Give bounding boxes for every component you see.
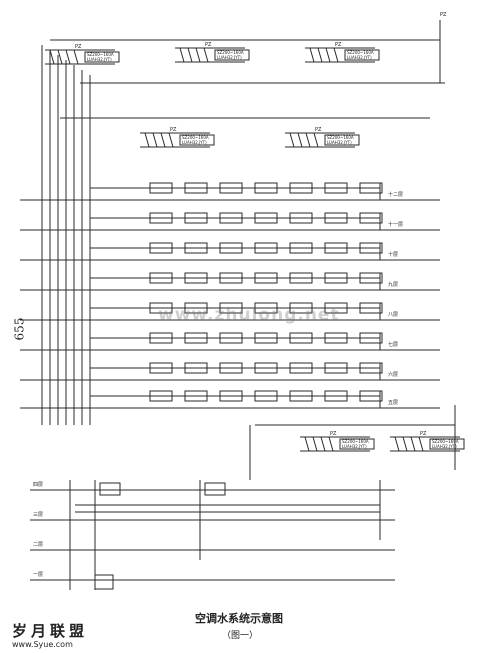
floor-label: 二层 — [33, 542, 43, 548]
valve-mark — [297, 132, 303, 148]
page-number: 655 — [12, 317, 27, 341]
pipe-label: PZ — [315, 127, 322, 133]
floor-label: 十二层 — [388, 191, 403, 198]
valve-mark — [160, 132, 166, 148]
ahu-model-label: LUAH32.JYT) — [87, 57, 112, 62]
floor-label: 十一层 — [388, 221, 403, 228]
floor-label: 八层 — [388, 312, 398, 318]
valve-mark — [152, 132, 158, 148]
diagram-title: 空调水系统示意图 — [195, 612, 283, 625]
floor-label: 六层 — [388, 371, 398, 378]
pipe-label: PZ — [440, 12, 447, 18]
pipe-label: PZ — [205, 42, 212, 48]
valve-mark — [179, 47, 185, 63]
floor-label: 十层 — [388, 251, 398, 258]
valve-mark — [320, 436, 326, 452]
valve-mark — [168, 132, 174, 148]
pipe-label: PZ — [335, 42, 342, 48]
ahu-model-label: LUAH32.JYT) — [342, 444, 367, 449]
ahu-model-label: LUAH32.JYT) — [217, 55, 242, 60]
valve-mark — [187, 47, 193, 63]
watermark: www.zhulong.net — [158, 305, 340, 325]
ahu-model-label: LUAH32.JYT) — [182, 140, 207, 145]
valve-mark — [65, 49, 71, 65]
ahu-model-label: SZ200~160A — [432, 439, 459, 444]
valve-mark — [57, 49, 63, 65]
pipe-label: PZ — [420, 431, 427, 437]
ahu-model-label: LUAH32.JYT) — [327, 140, 352, 145]
pipe-label: PZ — [330, 431, 337, 437]
ahu-model-label: SZ200~160A — [87, 52, 114, 57]
ahu-model-label: LUAH32.JYT) — [432, 444, 457, 449]
floor-label: 三层 — [33, 512, 43, 518]
ahu-box — [84, 51, 120, 63]
ahu-model-label: LUAH32.JYT) — [347, 55, 372, 60]
valve-mark — [317, 47, 323, 63]
valve-mark — [73, 49, 79, 65]
valve-mark — [304, 436, 310, 452]
pump-box — [99, 482, 121, 496]
ahu-box — [324, 134, 360, 146]
valve-mark — [203, 47, 209, 63]
pipe-label: PZ — [75, 44, 82, 50]
floor-label: 四层 — [33, 482, 43, 488]
valve-mark — [305, 132, 311, 148]
ahu-box — [179, 134, 215, 146]
valve-mark — [289, 132, 295, 148]
site-logo: 岁月联盟 — [12, 622, 89, 640]
pipe-label: PZ — [170, 127, 177, 133]
diagram-subtitle: （图一） — [222, 631, 259, 641]
tank-box — [94, 574, 114, 590]
valve-mark — [312, 436, 318, 452]
valve-mark — [418, 436, 424, 452]
floor-label: 五层 — [388, 400, 398, 406]
floor-label: 一层 — [33, 572, 43, 578]
valve-mark — [328, 436, 334, 452]
valve-mark — [333, 47, 339, 63]
floor-label: 七层 — [388, 341, 398, 348]
valve-mark — [325, 47, 331, 63]
valve-mark — [313, 132, 319, 148]
ahu-box — [344, 49, 380, 61]
ahu-box — [214, 49, 250, 61]
ahu-model-label: SZ200~160A — [347, 50, 374, 55]
ahu-box — [429, 438, 465, 450]
ahu-model-label: SZ200~160A — [217, 50, 244, 55]
floor-label: 九层 — [388, 281, 398, 288]
valve-mark — [394, 436, 400, 452]
ahu-box — [339, 438, 375, 450]
valve-mark — [144, 132, 150, 148]
site-url: www.Syue.com — [12, 640, 73, 649]
pump-box — [204, 482, 226, 496]
valve-mark — [309, 47, 315, 63]
ahu-model-label: SZ200~160A — [182, 135, 209, 140]
valve-mark — [410, 436, 416, 452]
valve-mark — [195, 47, 201, 63]
ahu-model-label: SZ200~160A — [327, 135, 354, 140]
valve-mark — [402, 436, 408, 452]
ahu-model-label: SZ200~160A — [342, 439, 369, 444]
valve-mark — [49, 49, 55, 65]
